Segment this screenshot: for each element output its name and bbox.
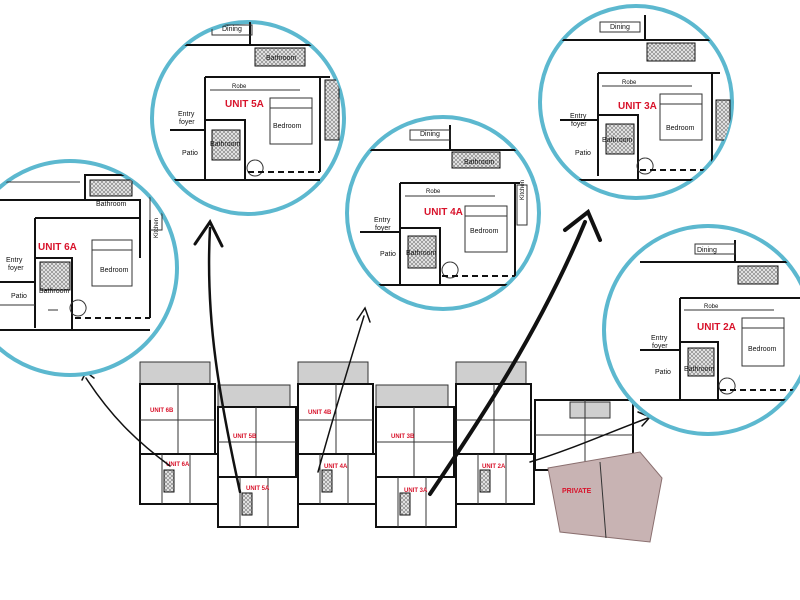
svg-text:Bathroom: Bathroom <box>684 366 715 373</box>
plan-label-5a: UNIT 5A <box>246 486 270 492</box>
svg-text:Bathroom: Bathroom <box>406 250 437 257</box>
arrow-2a <box>529 417 649 463</box>
svg-text:Bathroom: Bathroom <box>464 159 495 166</box>
plan-label-6a: UNIT 6A <box>166 462 190 468</box>
svg-text:Robe: Robe <box>622 80 637 86</box>
plan-label-4a: UNIT 4A <box>324 464 348 470</box>
svg-text:Bedroom: Bedroom <box>666 125 695 132</box>
callout-unit-3a: UNIT 3A Robe Entry foyer Patio Bathroom … <box>538 4 734 200</box>
svg-text:Kitchen: Kitchen <box>520 180 526 200</box>
callout-3a-title: UNIT 3A <box>618 101 657 112</box>
svg-text:Bedroom: Bedroom <box>748 346 777 353</box>
svg-text:Patio: Patio <box>182 150 198 157</box>
callout-unit-5a: UNIT 5A Robe Entry foyer Patio Bathroom … <box>150 20 346 216</box>
arrow-3a <box>428 220 587 496</box>
svg-text:Bathroom: Bathroom <box>210 141 241 148</box>
deck-4b <box>297 361 369 385</box>
plan-label-5b: UNIT 5B <box>233 434 257 440</box>
deck-5b <box>217 384 291 408</box>
svg-text:Robe: Robe <box>704 304 719 310</box>
svg-text:Bathroom: Bathroom <box>266 55 297 62</box>
arrow-4a <box>317 315 365 473</box>
svg-text:Patio: Patio <box>575 150 591 157</box>
upper-row-interior <box>140 384 633 477</box>
deck-2b <box>455 361 527 385</box>
callout-unit-2a: UNIT 2A Robe Entry foyer Patio Bathroom … <box>602 224 800 436</box>
deck-1b <box>569 401 611 419</box>
callout-unit-6a: UNIT 6A Entry foyer Patio Bathroom Bedro… <box>0 159 179 377</box>
svg-text:Entry: Entry <box>374 217 391 224</box>
svg-text:Bathroom: Bathroom <box>39 288 70 295</box>
lower-row-walls <box>139 453 535 528</box>
private-label: PRIVATE <box>562 488 592 495</box>
svg-text:Robe: Robe <box>426 189 441 195</box>
svg-text:Patio: Patio <box>380 251 396 258</box>
callout-4a-title: UNIT 4A <box>424 207 463 218</box>
deck-3b <box>375 384 449 408</box>
private-area <box>547 451 663 543</box>
arrow-6a <box>85 377 171 467</box>
callout-2a-title: UNIT 2A <box>697 322 736 333</box>
svg-text:Patio: Patio <box>11 293 27 300</box>
svg-text:Entry: Entry <box>651 335 668 342</box>
plan-label-4b: UNIT 4B <box>308 410 332 416</box>
svg-text:Kitchen: Kitchen <box>154 218 160 238</box>
svg-text:Entry: Entry <box>6 257 23 264</box>
svg-text:Bedroom: Bedroom <box>100 267 129 274</box>
svg-text:Bedroom: Bedroom <box>273 123 302 130</box>
svg-text:Patio: Patio <box>655 369 671 376</box>
deck-6b <box>139 361 211 385</box>
svg-text:foyer: foyer <box>375 225 391 232</box>
svg-text:foyer: foyer <box>8 265 24 272</box>
arrow-5a <box>207 226 242 494</box>
svg-text:Bathroom: Bathroom <box>602 137 633 144</box>
plan-label-6b: UNIT 6B <box>150 408 174 414</box>
plan-label-3a: UNIT 3A <box>404 488 428 494</box>
svg-text:Dining: Dining <box>222 26 242 33</box>
plan-bathroom-hatches <box>163 469 491 516</box>
svg-text:Dining: Dining <box>697 247 717 254</box>
plan-label-3b: UNIT 3B <box>391 434 415 440</box>
callout-5a-title: UNIT 5A <box>225 99 264 110</box>
svg-text:Bathroom: Bathroom <box>96 201 127 208</box>
svg-text:Entry: Entry <box>178 111 195 118</box>
svg-text:Robe: Robe <box>232 84 247 90</box>
svg-text:foyer: foyer <box>179 119 195 126</box>
svg-text:Bedroom: Bedroom <box>470 228 499 235</box>
svg-text:foyer: foyer <box>652 343 668 350</box>
svg-text:Dining: Dining <box>420 131 440 138</box>
plan-label-2a: UNIT 2A <box>482 464 506 470</box>
callout-unit-4a: UNIT 4A Robe Entry foyer Patio Bathroom … <box>345 115 541 311</box>
svg-text:Dining: Dining <box>610 24 630 31</box>
site-plan: PRIVATE UNIT 6B UNIT 5B UNIT 4B UNIT 3B … <box>139 361 663 543</box>
svg-text:foyer: foyer <box>571 121 587 128</box>
svg-text:Entry: Entry <box>570 113 587 120</box>
callout-6a-title: UNIT 6A <box>38 242 77 253</box>
lower-row-interior <box>161 454 507 527</box>
